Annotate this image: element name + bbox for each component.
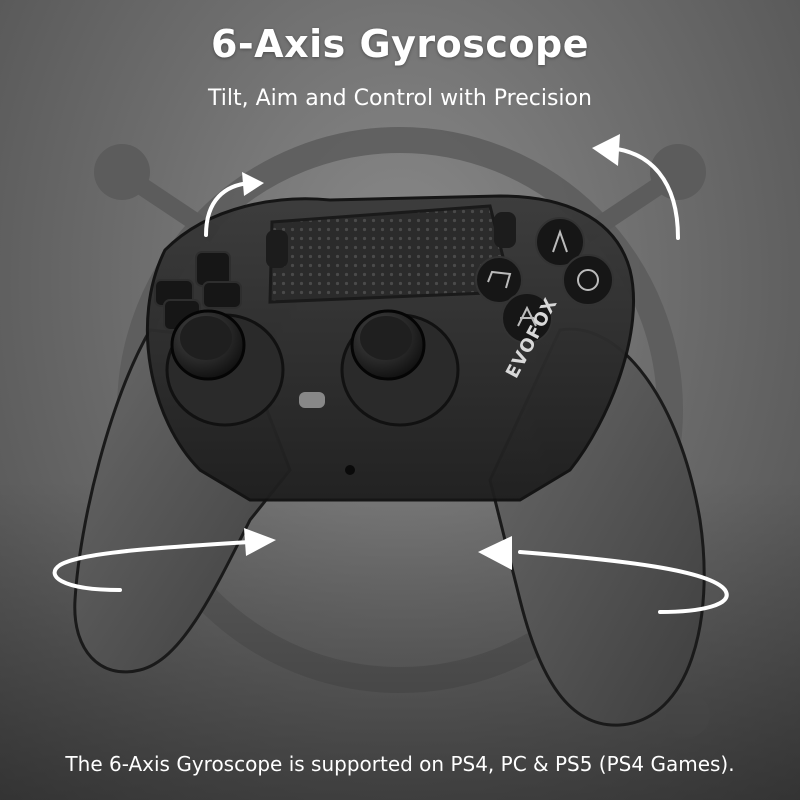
gamepad-controller-icon — [73, 194, 706, 727]
rotation-arrows — [52, 134, 729, 614]
curved-arrow-icon — [204, 181, 252, 237]
audio-jack — [345, 465, 355, 475]
sweep-arrow-icon — [518, 550, 729, 614]
triangle-button — [535, 217, 585, 267]
left-thumbstick — [170, 309, 246, 381]
square-button — [475, 256, 523, 304]
right-thumbstick — [350, 309, 426, 381]
dpad — [154, 251, 242, 331]
home-button — [299, 392, 325, 408]
page-subtitle: Tilt, Aim and Control with Precision — [208, 86, 592, 111]
share-button — [266, 230, 288, 268]
curved-arrow-icon — [608, 146, 680, 240]
sweep-arrow-icon — [52, 540, 252, 592]
options-button — [494, 212, 516, 248]
circle-button — [562, 254, 614, 306]
page-title: 6-Axis Gyroscope — [210, 22, 590, 66]
face-buttons — [475, 217, 614, 344]
touchpad — [268, 204, 514, 304]
footer-note: The 6-Axis Gyroscope is supported on PS4… — [65, 752, 735, 776]
